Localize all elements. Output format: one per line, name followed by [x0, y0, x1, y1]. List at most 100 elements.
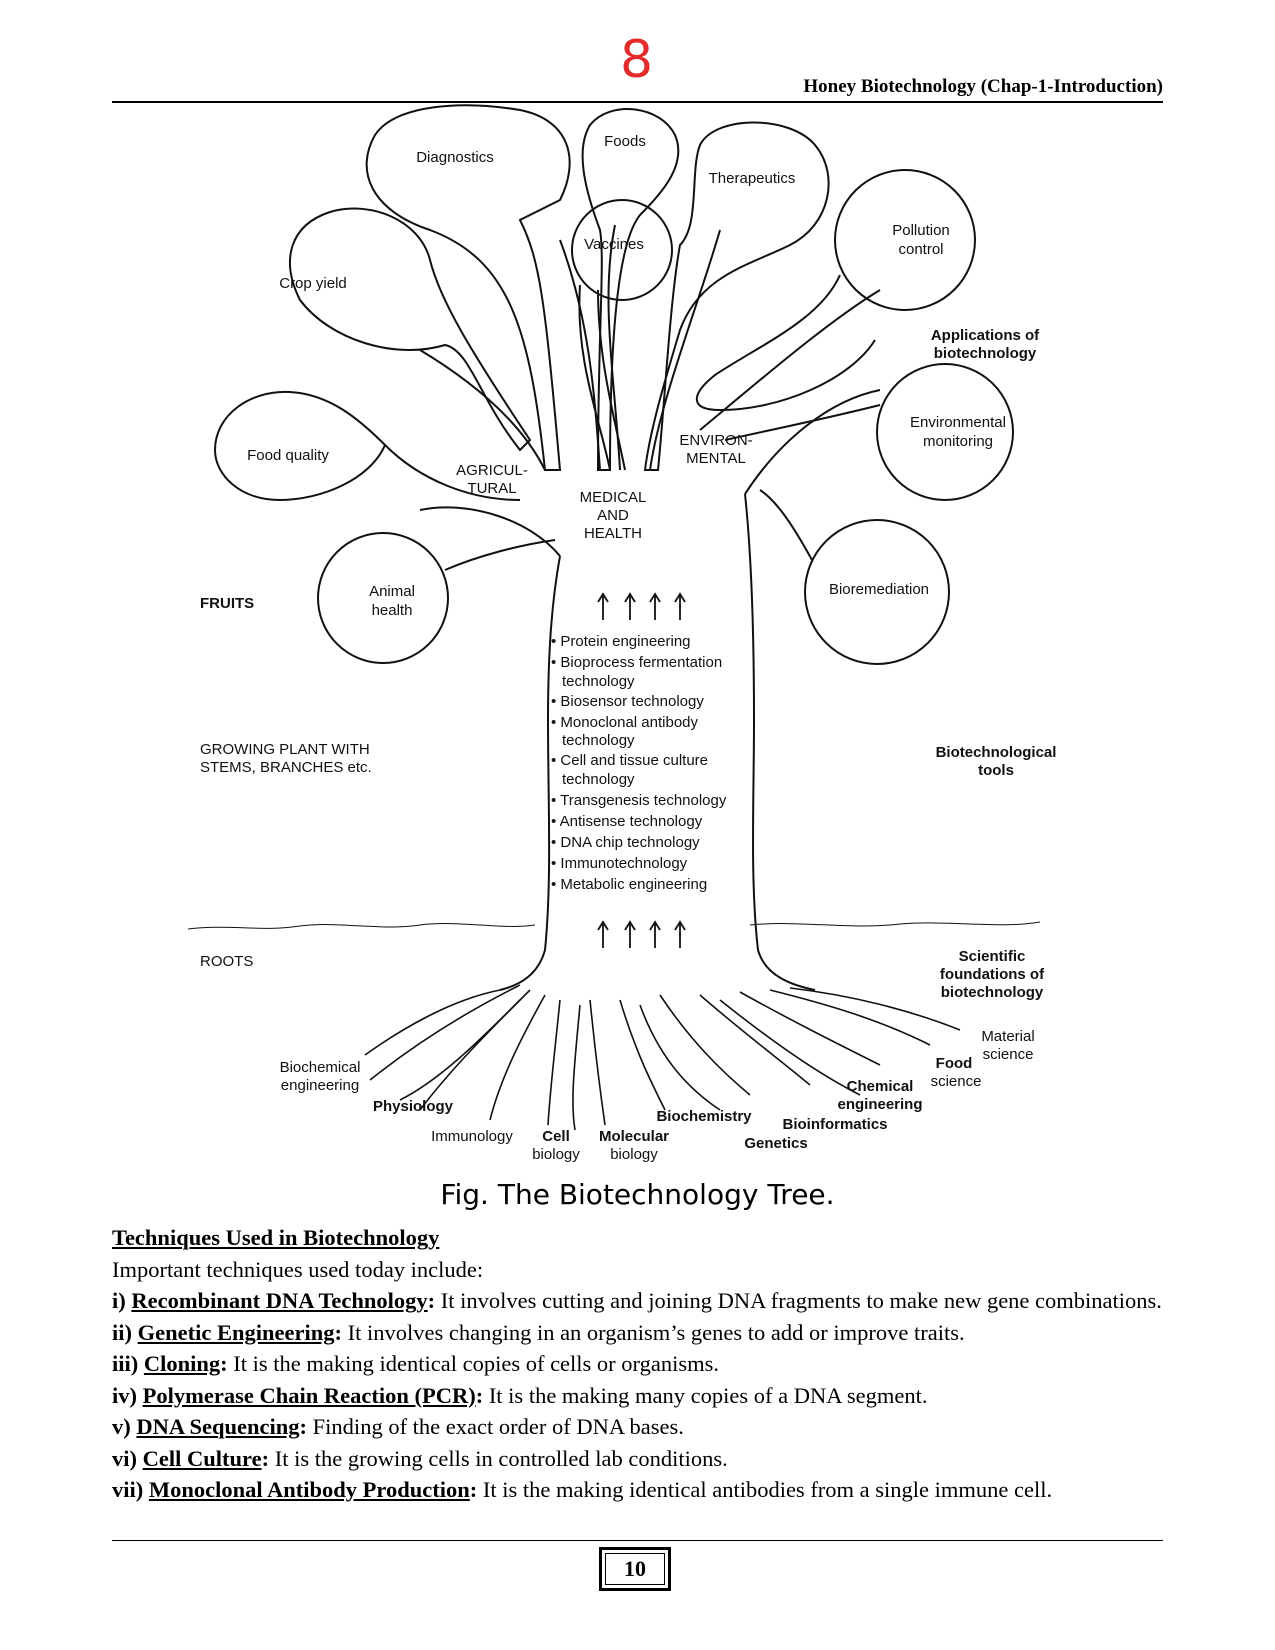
footer-rule — [112, 1540, 1163, 1541]
trunk-outline-left — [499, 555, 561, 991]
tool-bullet: • Biosensor technology — [551, 693, 704, 710]
label-growing-1: GROWING PLANT WITH — [200, 741, 370, 758]
label-pollution-2: control — [898, 241, 943, 258]
label-molecular-biology-1: Molecular — [599, 1128, 669, 1145]
page-number: 10 — [624, 1556, 646, 1581]
label-cell-biology-1: Cell — [542, 1128, 570, 1145]
label-tools-1: Biotechnological — [936, 744, 1057, 761]
label-pollution-1: Pollution — [892, 222, 950, 239]
label-molecular-biology-2: biology — [610, 1146, 658, 1163]
branch-mid-1 — [559, 239, 601, 471]
leaf-pollution — [834, 169, 976, 311]
technique-item: vi) Cell Culture: It is the growing cell… — [112, 1445, 728, 1471]
label-env-monitoring-1: Environmental — [910, 414, 1006, 431]
label-roots: ROOTS — [200, 953, 253, 970]
label-agricultural-2: TURAL — [467, 480, 516, 497]
label-crop-yield: Crop yield — [279, 275, 347, 292]
technique-item: i) Recombinant DNA Technology: It involv… — [112, 1288, 1162, 1313]
label-material-science-1: Material — [981, 1028, 1034, 1045]
label-biochemistry: Biochemistry — [656, 1108, 752, 1125]
tools-list: • Protein engineering • Bioprocess ferme… — [551, 633, 727, 893]
label-food-science-1: Food — [936, 1055, 973, 1072]
label-applications-1: Applications of — [931, 327, 1040, 344]
biotechnology-tree-figure: Diagnostics Foods Therapeutics Vaccines … — [187, 104, 1057, 1163]
label-animal-health-2: health — [372, 602, 413, 619]
animal-health-stem — [444, 539, 556, 571]
bioremediation-stem — [759, 489, 813, 561]
leaf-foods — [581, 108, 680, 471]
ground-grass-left — [187, 923, 536, 930]
tool-bullet: • Antisense technology — [551, 813, 703, 830]
label-agricultural-1: AGRICUL- — [456, 462, 528, 479]
label-environmental-2: MENTAL — [686, 450, 746, 467]
label-chemical-eng-2: engineering — [837, 1096, 922, 1113]
label-growing-2: STEMS, BRANCHES etc. — [200, 759, 372, 776]
label-vaccines: Vaccines — [584, 236, 644, 253]
tool-bullet: • Immunotechnology — [551, 855, 688, 872]
branch-agri-right — [419, 349, 546, 471]
label-fruits: FRUITS — [200, 595, 254, 612]
branch-env-right — [744, 389, 881, 495]
label-bioremediation: Bioremediation — [829, 581, 929, 598]
pollution-stem — [695, 274, 876, 412]
label-foods: Foods — [604, 133, 646, 150]
label-cell-biology-2: biology — [532, 1146, 580, 1163]
label-diagnostics: Diagnostics — [416, 149, 494, 166]
running-header: Honey Biotechnology (Chap-1-Introduction… — [803, 76, 1163, 97]
label-animal-health-1: Animal — [369, 583, 415, 600]
tool-line: technology — [562, 732, 635, 749]
label-therapeutics: Therapeutics — [709, 170, 796, 187]
technique-item: v) DNA Sequencing: Finding of the exact … — [112, 1414, 684, 1439]
header-rule — [112, 101, 1163, 103]
page-number-box: 10 — [599, 1547, 671, 1591]
label-genetics: Genetics — [744, 1135, 807, 1152]
label-foundations-1: Scientific — [959, 948, 1026, 965]
root-system — [364, 984, 961, 1131]
label-biochemical-eng-2: engineering — [281, 1077, 359, 1094]
technique-item: iii) Cloning: It is the making identical… — [112, 1351, 720, 1376]
section-intro: Important techniques used today include: — [112, 1256, 484, 1282]
tool-bullet: • Monoclonal antibody — [551, 714, 699, 731]
vaccines-stem — [578, 284, 626, 471]
tool-bullet: • Transgenesis technology — [551, 792, 727, 809]
label-medical-1: MEDICAL — [580, 489, 647, 506]
label-bioinformatics: Bioinformatics — [782, 1116, 887, 1133]
branch-mid-3 — [649, 229, 721, 471]
figure-caption: Fig. The Biotechnology Tree. — [440, 1178, 835, 1211]
leaf-diagnostics — [365, 104, 571, 471]
leaf-animal-health — [317, 532, 449, 664]
ground-grass-right — [749, 921, 1041, 927]
trunk-outline-right — [744, 493, 816, 991]
label-tools-2: tools — [978, 762, 1014, 779]
label-applications-2: biotechnology — [934, 345, 1037, 362]
technique-item: vii) Monoclonal Antibody Production: It … — [112, 1477, 1053, 1502]
leaf-crop-yield — [289, 207, 532, 452]
section-heading: Techniques Used in Biotechnology — [112, 1225, 440, 1250]
tool-line: technology — [562, 673, 635, 690]
tool-bullet: • Bioprocess fermentation — [551, 654, 722, 671]
branch-agri-left — [419, 506, 561, 557]
label-material-science-2: science — [983, 1046, 1034, 1063]
label-chemical-eng-1: Chemical — [847, 1078, 914, 1095]
leaf-env-monitoring — [876, 363, 1014, 501]
tool-bullet: • Protein engineering — [551, 633, 691, 650]
technique-item: ii) Genetic Engineering: It involves cha… — [112, 1319, 965, 1345]
leaf-vaccines — [571, 199, 673, 301]
upward-arrows-top — [597, 592, 686, 620]
leaf-bioremediation — [804, 519, 950, 665]
label-medical-3: HEALTH — [584, 525, 642, 542]
tool-line: technology — [562, 771, 635, 788]
label-biochemical-eng-1: Biochemical — [280, 1059, 361, 1076]
label-medical-2: AND — [597, 507, 629, 524]
label-env-monitoring-2: monitoring — [923, 433, 993, 450]
tool-bullet: • DNA chip technology — [551, 834, 700, 851]
chapter-number: 8 — [620, 30, 654, 90]
label-physiology: Physiology — [373, 1098, 454, 1115]
tool-bullet: • Cell and tissue culture — [551, 752, 708, 769]
leaf-therapeutics — [643, 121, 830, 471]
env-monitoring-stem — [724, 404, 881, 441]
upward-arrows-bottom — [597, 920, 686, 948]
leaf-food-quality — [213, 390, 521, 502]
label-environmental-1: ENVIRON- — [679, 432, 752, 449]
technique-item: iv) Polymerase Chain Reaction (PCR): It … — [112, 1382, 928, 1408]
